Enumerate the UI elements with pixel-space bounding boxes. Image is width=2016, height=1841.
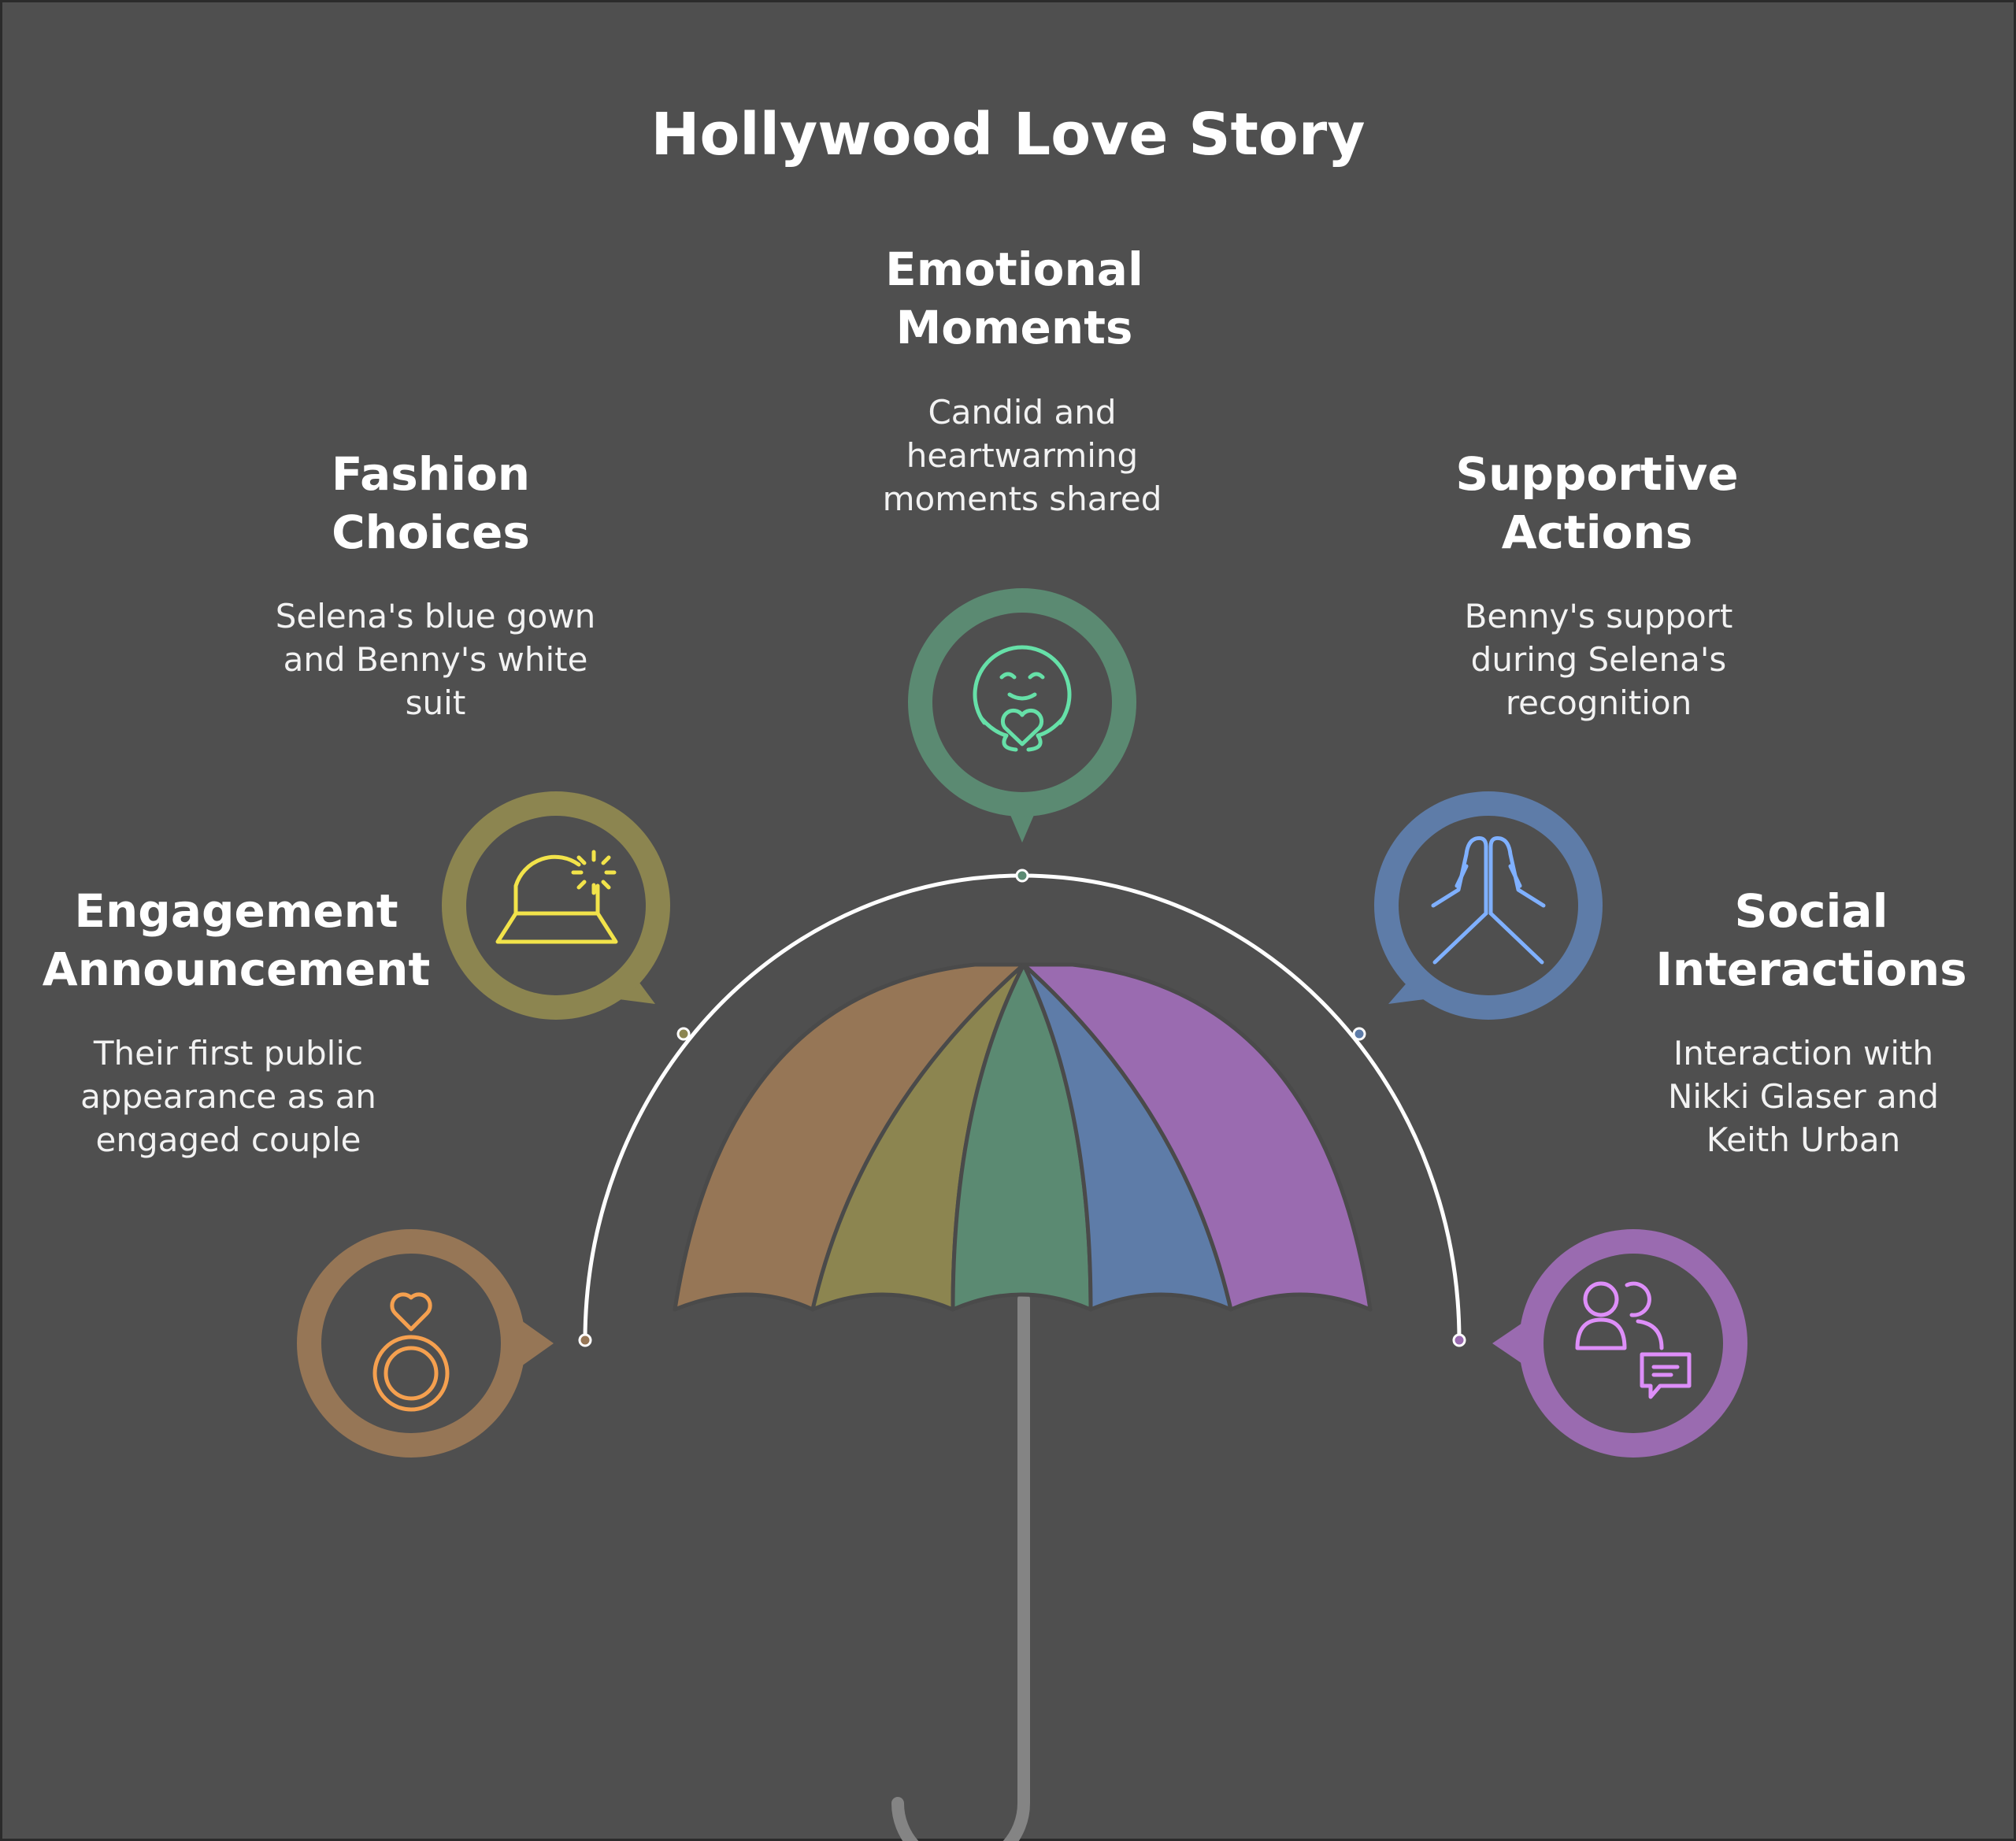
fashion-description: Selena's blue gown and Benny's white sui… (246, 595, 624, 724)
ring-with-heart-icon (372, 1292, 450, 1412)
desc-line: recognition (1505, 683, 1692, 722)
users-chat-icon (1575, 1281, 1692, 1399)
umbrella-handle (891, 1293, 1030, 1841)
bubble-inner (1544, 1254, 1723, 1433)
bubble-inner (466, 816, 646, 995)
heading-line: Choices (332, 506, 530, 559)
praying-hands-icon (1431, 836, 1546, 965)
heading-line: Fashion (331, 447, 531, 501)
arc-marker-engagement (578, 1333, 592, 1347)
heading-line: Supportive (1455, 447, 1739, 501)
heading-line: Engagement (74, 884, 398, 938)
arc-marker-social (1452, 1333, 1466, 1347)
emotional-heading: Emotional Moments (810, 240, 1219, 357)
heading-line: Announcement (42, 943, 431, 996)
bubble-inner (321, 1254, 501, 1433)
desc-line: heartwarming (906, 436, 1139, 475)
social-description: Interaction with Nikki Glaser and Keith … (1614, 1032, 1992, 1161)
social-bubble (1492, 1229, 1747, 1458)
bubble-pointer (516, 1317, 554, 1370)
engagement-description: Their first public appearance as an enga… (39, 1032, 417, 1161)
desc-line: and Benny's white (283, 640, 588, 679)
supportive-bubble (1374, 791, 1603, 1020)
canopy-panel-5 (1021, 962, 1373, 1312)
engagement-heading: Engagement Announcement (32, 882, 441, 998)
social-heading: Social Interactions (1606, 882, 2016, 998)
desc-line: Candid and (928, 393, 1117, 432)
arc-markers (578, 869, 1466, 1347)
umbrella-canopy (673, 962, 1373, 1312)
desc-line: Interaction with (1673, 1034, 1934, 1072)
heading-line: Interactions (1655, 943, 1967, 996)
supportive-heading: Supportive Actions (1392, 445, 1802, 561)
desc-line: Benny's support (1464, 597, 1733, 635)
bubble-inner (1399, 816, 1578, 995)
arc-marker-fashion (676, 1027, 691, 1041)
arc-marker-emotional (1015, 869, 1029, 883)
fashion-bubble (442, 791, 670, 1020)
bubble-inner (932, 613, 1112, 792)
heading-line: Moments (895, 301, 1133, 354)
desc-line: Selena's blue gown (275, 597, 596, 635)
hugging-face-icon (973, 645, 1072, 752)
desc-line: during Selena's (1470, 640, 1727, 679)
emotional-bubble (908, 588, 1136, 843)
desc-line: Nikki Glaser and (1667, 1077, 1940, 1116)
heading-line: Emotional (885, 243, 1143, 296)
fashion-heading: Fashion Choices (226, 445, 636, 561)
page-title: Hollywood Love Story (650, 101, 1366, 169)
emotional-description: Candid and heartwarming moments shared (833, 391, 1211, 520)
desc-line: suit (405, 683, 466, 722)
desc-line: moments shared (882, 480, 1162, 518)
desc-line: Their first public (93, 1034, 364, 1072)
desc-line: engaged couple (95, 1121, 361, 1159)
heading-line: Actions (1501, 506, 1693, 559)
bucket-hat-icon (495, 850, 618, 944)
arc-marker-supportive (1352, 1027, 1366, 1041)
heading-line: Social (1734, 884, 1888, 938)
desc-line: appearance as an (80, 1077, 376, 1116)
supportive-description: Benny's support during Selena's recognit… (1410, 595, 1788, 724)
desc-line: Keith Urban (1706, 1121, 1901, 1159)
engagement-bubble (297, 1229, 554, 1458)
